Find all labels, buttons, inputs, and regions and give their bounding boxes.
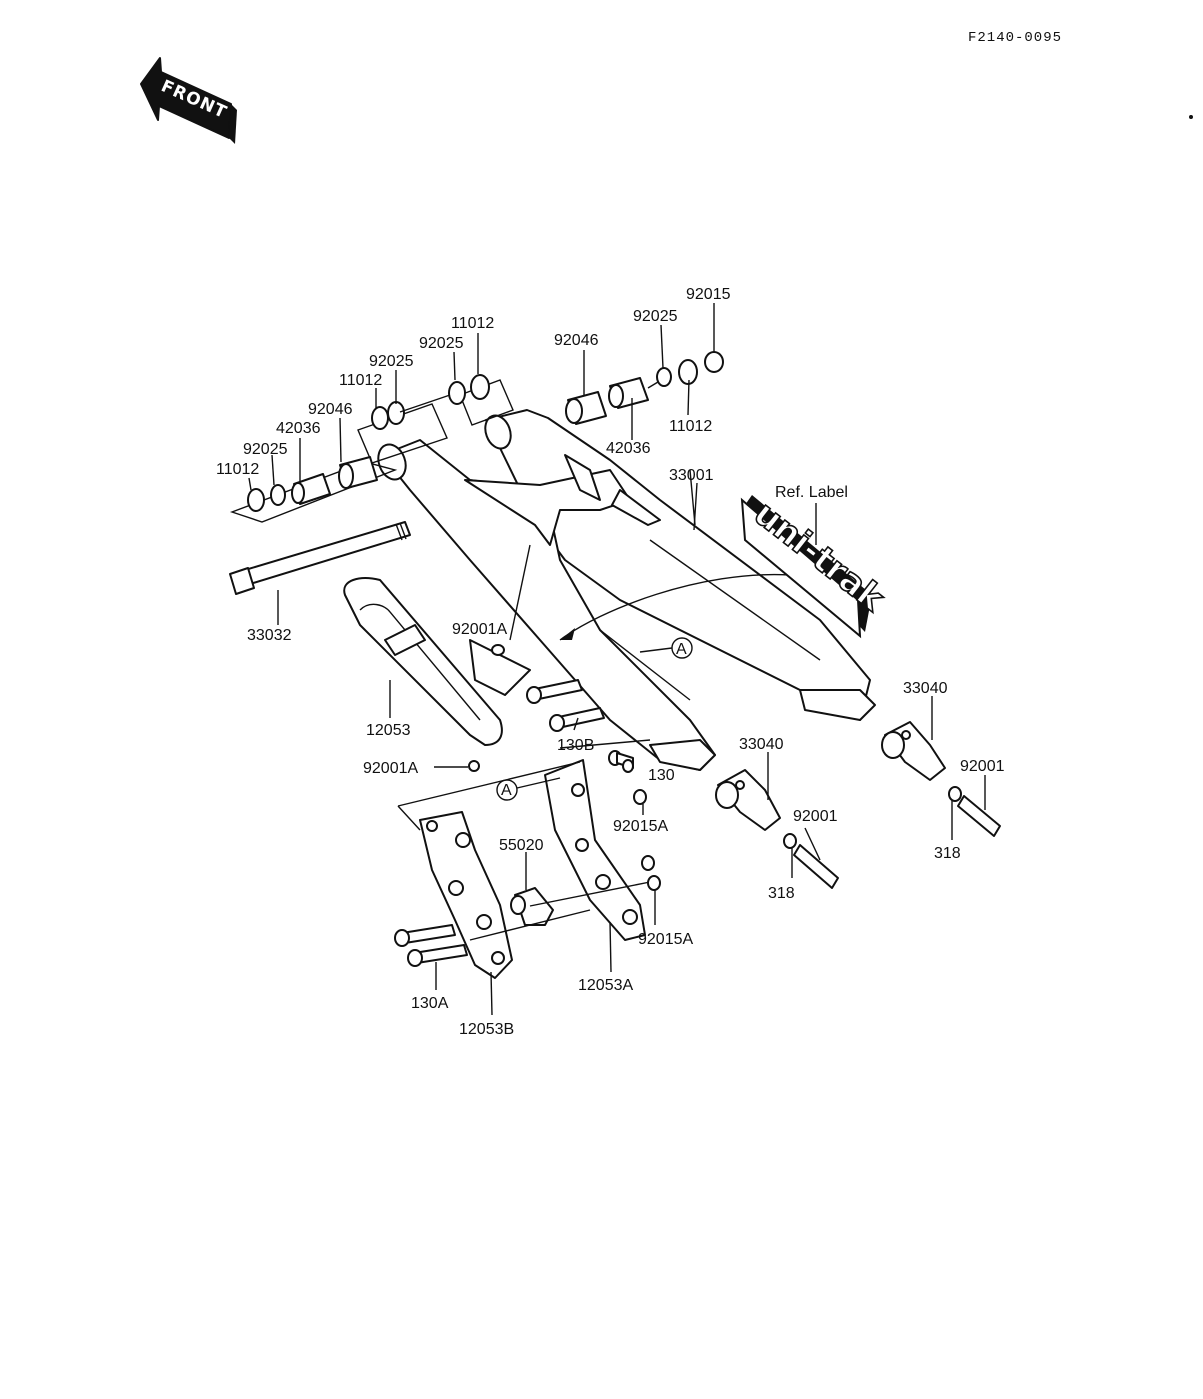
part-label: 12053B bbox=[459, 1021, 514, 1038]
scan-dot bbox=[1189, 115, 1193, 119]
swing-arm-33001 bbox=[377, 409, 876, 771]
part-label: 11012 bbox=[216, 461, 259, 478]
assembly-line bbox=[559, 739, 651, 749]
part-label: 130B bbox=[557, 737, 594, 754]
assembly-line bbox=[397, 761, 581, 807]
part-label: 92025 bbox=[243, 441, 288, 458]
part-label: 92001 bbox=[793, 808, 838, 825]
ref-label-leader bbox=[559, 573, 791, 641]
part-label: 11012 bbox=[451, 315, 494, 332]
part-label: 92046 bbox=[554, 332, 599, 349]
figure-code: F2140-0095 bbox=[968, 30, 1062, 46]
part-label: 92025 bbox=[633, 308, 678, 325]
part-label: 92001A bbox=[452, 621, 507, 638]
part-label: 92015 bbox=[686, 286, 731, 303]
part-label: 92015A bbox=[613, 818, 668, 835]
leader-lines bbox=[248, 303, 986, 1016]
part-label: 92046 bbox=[308, 401, 353, 418]
part-label: 33040 bbox=[903, 680, 948, 697]
part-label: 11012 bbox=[669, 418, 712, 435]
adjuster-33040-right bbox=[881, 721, 946, 781]
bracket-plate-12053B bbox=[419, 811, 513, 979]
part-label: 42036 bbox=[606, 440, 651, 457]
adjuster-33040-mid bbox=[715, 769, 781, 831]
callout-a-upper: A bbox=[639, 637, 693, 659]
part-labels: 92015 92025 11012 92046 92025 92025 1101… bbox=[216, 286, 1005, 1038]
front-arrow-icon: FRONT bbox=[140, 57, 237, 144]
svg-text:A: A bbox=[501, 782, 512, 799]
part-label: 92001 bbox=[960, 758, 1005, 775]
screw-92001A-bottom bbox=[468, 760, 480, 772]
callout-a-lower: A bbox=[496, 777, 561, 801]
pivot-shaft-33032 bbox=[229, 521, 411, 595]
chain-guard-12053 bbox=[343, 577, 531, 746]
part-label: 130A bbox=[411, 995, 449, 1012]
spacer-55020 bbox=[510, 887, 554, 926]
part-label: 318 bbox=[934, 845, 961, 862]
assembly-line bbox=[469, 909, 591, 941]
part-label: 318 bbox=[768, 885, 795, 902]
part-label: 55020 bbox=[499, 837, 544, 854]
svg-text:A: A bbox=[676, 641, 687, 658]
ref-label-caption: Ref. Label bbox=[775, 484, 848, 501]
part-label: 12053 bbox=[366, 722, 411, 739]
pivot-shim-plate-2 bbox=[357, 403, 448, 464]
part-label: 33001 bbox=[669, 467, 714, 484]
bolt-130 bbox=[608, 750, 634, 773]
screw-92001A-top bbox=[491, 644, 505, 656]
part-label: 92025 bbox=[419, 335, 464, 352]
part-label: 33032 bbox=[247, 627, 292, 644]
nuts-92015A bbox=[633, 789, 661, 891]
ref-label-arrowhead bbox=[560, 628, 575, 640]
part-label: 33040 bbox=[739, 736, 784, 753]
part-label: 92001A bbox=[363, 760, 418, 777]
part-label: 92015A bbox=[638, 931, 693, 948]
bolts-130B bbox=[526, 679, 605, 732]
bracket-plate-12053A bbox=[544, 759, 646, 941]
part-label: 92025 bbox=[369, 353, 414, 370]
assembly-line bbox=[529, 881, 651, 907]
part-label: 130 bbox=[648, 767, 675, 784]
bolts-130A bbox=[394, 924, 468, 967]
part-label: 42036 bbox=[276, 420, 321, 437]
part-label: 11012 bbox=[339, 372, 382, 389]
bolt-92001-right bbox=[948, 786, 1001, 837]
bolt-92001-mid bbox=[783, 833, 839, 889]
pivot-stack-right bbox=[565, 351, 724, 425]
part-label: 12053A bbox=[578, 977, 633, 994]
assembly-line bbox=[397, 805, 421, 831]
